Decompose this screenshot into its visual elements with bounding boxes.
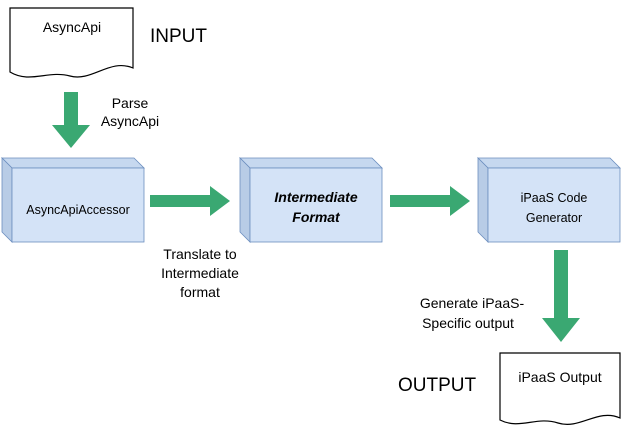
generate-arrow: [542, 250, 580, 342]
output-document: iPaaS Output: [499, 352, 621, 425]
input-document-label: AsyncApi: [43, 19, 101, 35]
translate-label-line2: Intermediate: [161, 265, 239, 281]
parse-arrow: [52, 92, 90, 148]
input-document-shape: [9, 7, 134, 78]
accessor-box-label: AsyncApiAccessor: [26, 203, 130, 217]
generator-box-label-line1: iPaaS Code: [521, 191, 588, 205]
generate-label-line2: Specific output: [422, 315, 514, 331]
output-label: OUTPUT: [398, 375, 477, 396]
translate-label-line3: format: [180, 284, 220, 300]
translate-arrow: [150, 186, 230, 216]
generate-label-line1: Generate iPaaS-: [420, 295, 525, 311]
intermediate-to-generator-arrow: [390, 186, 470, 216]
intermediate-box: Intermediate Format: [239, 157, 383, 243]
generator-box-top: [477, 157, 621, 169]
output-document-label: iPaaS Output: [518, 369, 601, 385]
accessor-box-side: [1, 157, 13, 243]
input-label: INPUT: [150, 26, 207, 47]
output-document-shape: [499, 352, 621, 425]
intermediate-box-label-line2: Format: [292, 209, 341, 225]
parse-label-line2: AsyncApi: [101, 113, 159, 129]
generator-box-label-line2: Generator: [526, 211, 582, 225]
input-document: AsyncApi: [9, 7, 134, 78]
parse-label-line1: Parse: [112, 95, 149, 111]
intermediate-box-side: [239, 157, 251, 243]
accessor-box: AsyncApiAccessor: [1, 157, 145, 243]
intermediate-box-label-line1: Intermediate: [274, 189, 357, 205]
intermediate-box-front: [249, 167, 383, 243]
generator-box-side: [477, 157, 489, 243]
generator-box: iPaaS Code Generator: [477, 157, 621, 243]
generator-box-front: [487, 167, 621, 243]
accessor-box-top: [1, 157, 145, 169]
intermediate-box-top: [239, 157, 383, 169]
accessor-box-front: [11, 167, 145, 243]
translate-label-line1: Translate to: [163, 246, 237, 262]
